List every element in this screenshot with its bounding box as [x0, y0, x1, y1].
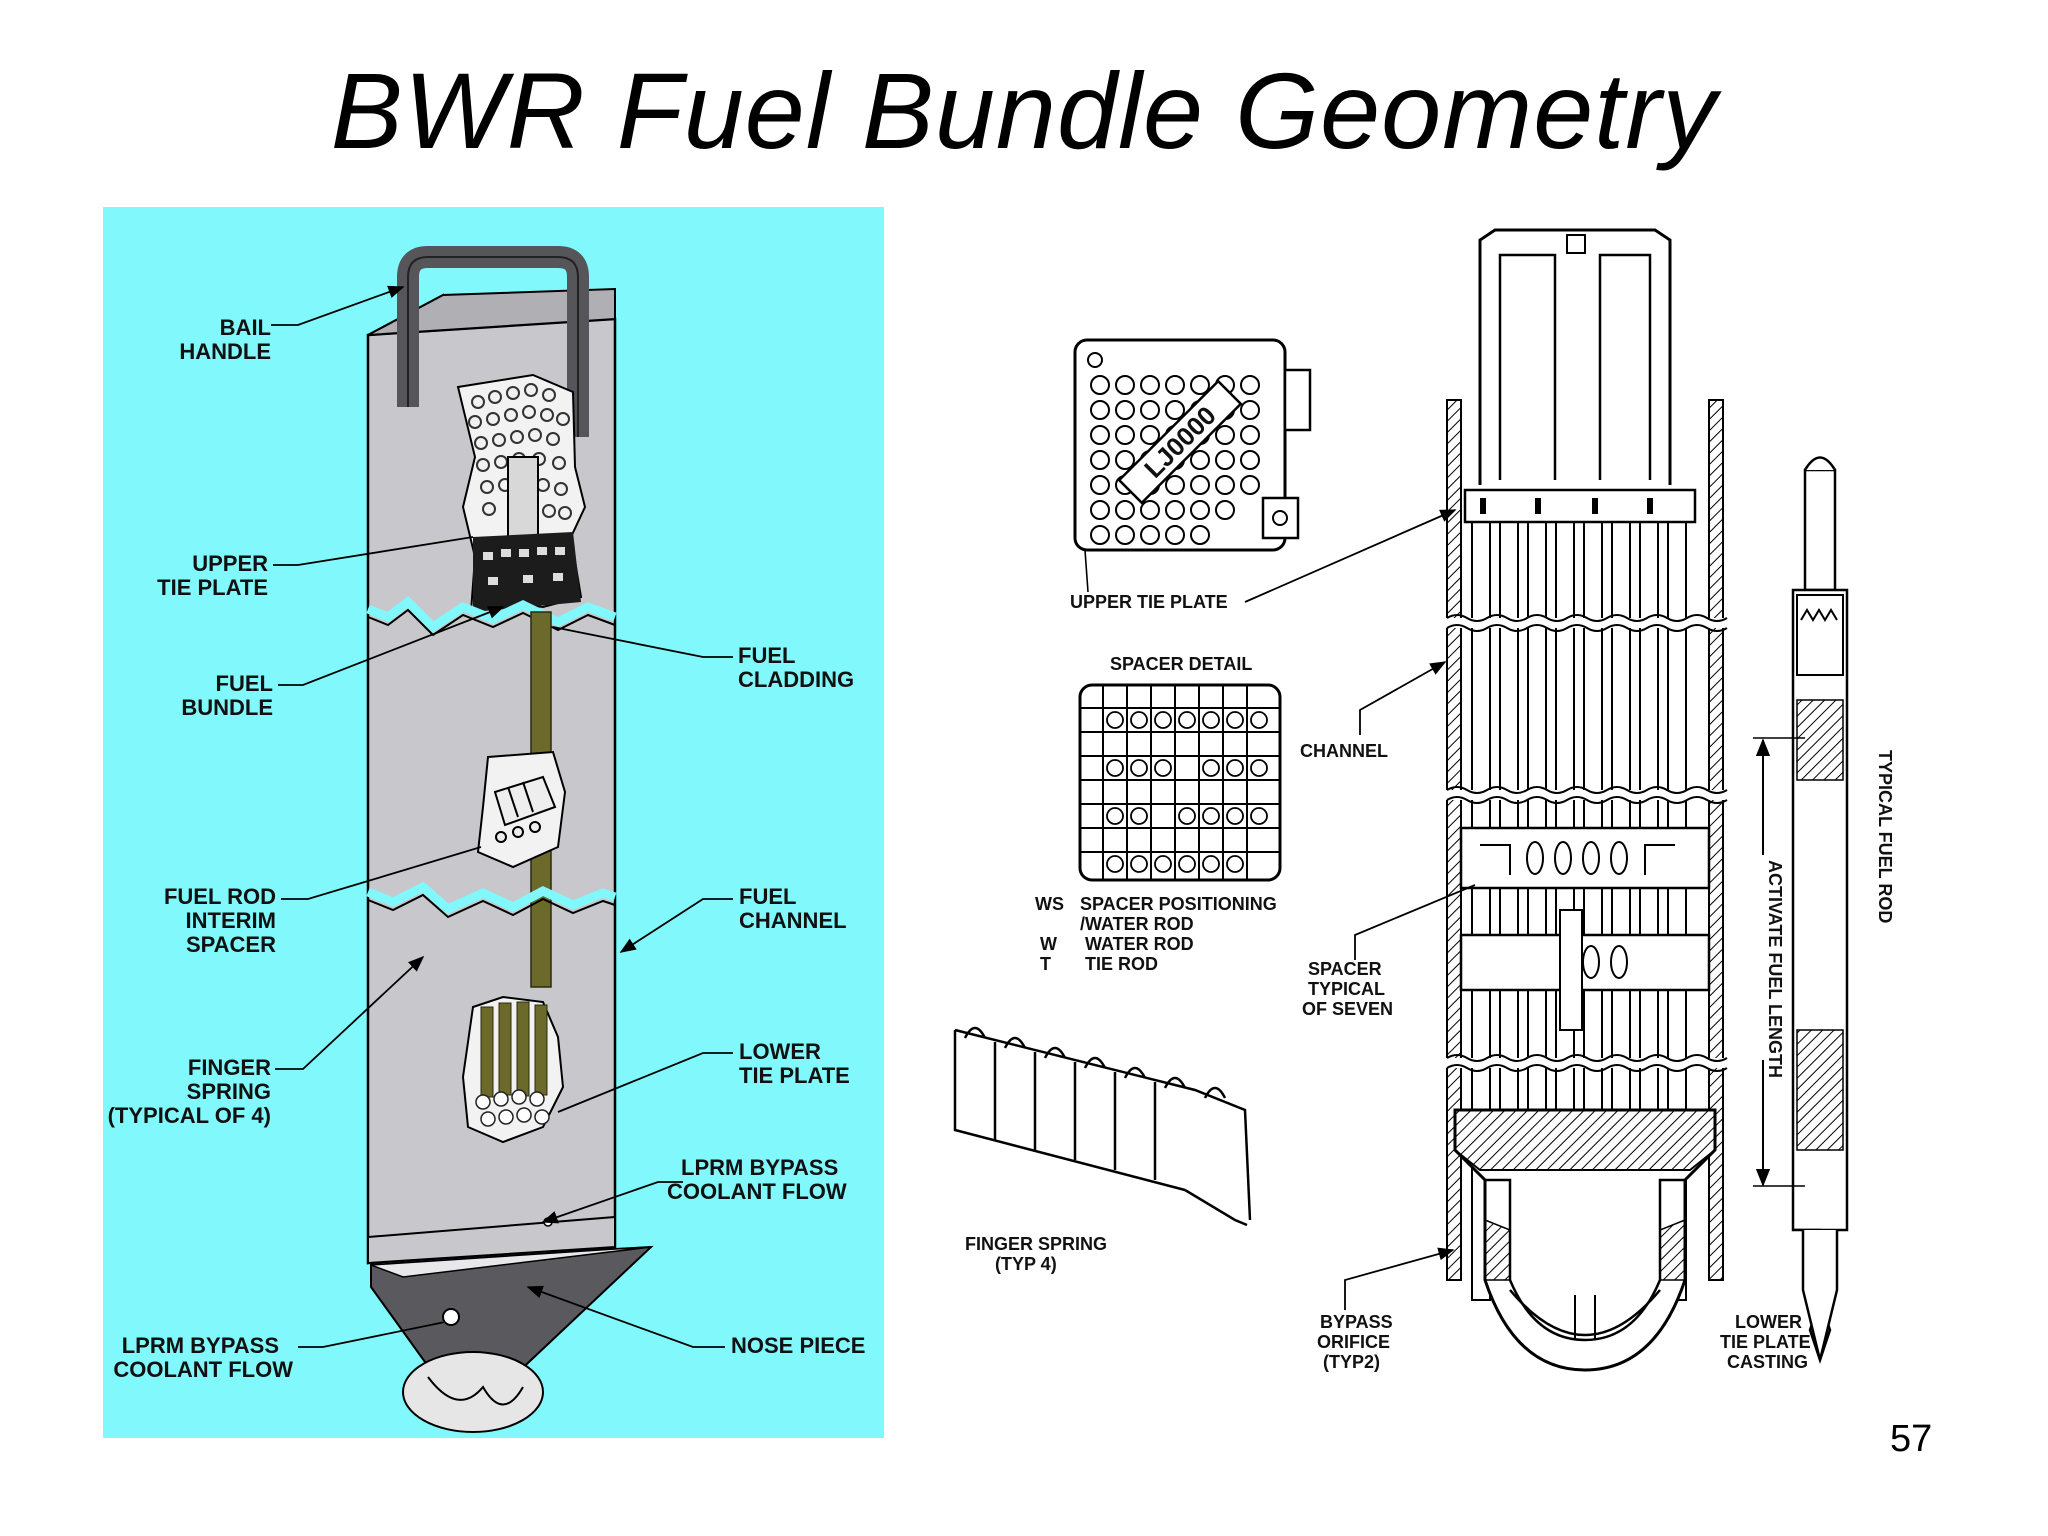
- svg-text:LOWER: LOWER: [1735, 1312, 1802, 1332]
- svg-text:BAIL: BAIL: [220, 315, 271, 340]
- svg-text:INTERIM: INTERIM: [186, 908, 276, 933]
- svg-text:LPRM BYPASS: LPRM BYPASS: [122, 1333, 279, 1358]
- fuel-rods: [1471, 489, 1687, 1301]
- label-lower-tie-plate-casting: LOWER TIE PLATE CASTING: [1720, 1312, 1811, 1372]
- label-channel: CHANNEL: [1300, 661, 1447, 761]
- label-fuel-bundle: FUEL BUNDLE: [181, 606, 505, 720]
- svg-text:UPPER: UPPER: [192, 551, 268, 576]
- label-nose-piece: NOSE PIECE: [526, 1285, 865, 1358]
- svg-text:TIE PLATE: TIE PLATE: [1720, 1332, 1811, 1352]
- finger-spring-detail: [953, 1026, 1252, 1227]
- svg-text:UPPER TIE PLATE: UPPER TIE PLATE: [1070, 592, 1228, 612]
- svg-text:COOLANT FLOW: COOLANT FLOW: [113, 1357, 293, 1382]
- label-fuel-channel: FUEL CHANNEL: [619, 884, 847, 953]
- svg-text:WATER ROD: WATER ROD: [1085, 934, 1194, 954]
- label-lprm-bypass-right: LPRM BYPASS COOLANT FLOW: [541, 1155, 847, 1224]
- svg-text:OF SEVEN: OF SEVEN: [1302, 999, 1393, 1019]
- svg-text:(TYP 4): (TYP 4): [995, 1254, 1057, 1274]
- svg-text:W: W: [1040, 934, 1057, 954]
- svg-text:FINGER SPRING: FINGER SPRING: [965, 1234, 1107, 1254]
- svg-text:CHANNEL: CHANNEL: [1300, 741, 1388, 761]
- svg-text:BYPASS: BYPASS: [1320, 1312, 1393, 1332]
- slide-title: BWR Fuel Bundle Geometry: [330, 50, 1718, 171]
- label-lprm-bypass-left: LPRM BYPASS COOLANT FLOW: [113, 1321, 446, 1382]
- svg-text:WS: WS: [1035, 894, 1064, 914]
- svg-text:SPRING: SPRING: [187, 1079, 271, 1104]
- svg-text:/WATER ROD: /WATER ROD: [1080, 914, 1194, 934]
- label-upper-tie-plate: UPPER TIE PLATE: [157, 536, 474, 600]
- spacer-detail: SPACER DETAIL: [1078, 654, 1282, 882]
- fuel-assembly-cutaway: BAIL HANDLE UPPER TIE PLATE FUEL BUNDLE …: [108, 246, 865, 1433]
- spacer-band-2: [1459, 933, 1711, 992]
- svg-text:FUEL: FUEL: [739, 884, 796, 909]
- svg-text:TIE PLATE: TIE PLATE: [157, 575, 268, 600]
- svg-text:SPACER: SPACER: [186, 932, 276, 957]
- label-fuel-cladding: FUEL CLADDING: [552, 626, 854, 692]
- label-finger-spring-right: FINGER SPRING (TYP 4): [965, 1234, 1107, 1274]
- page-number: 57: [1890, 1418, 1933, 1460]
- label-bypass-orifice: BYPASS ORIFICE (TYP2): [1317, 1247, 1455, 1372]
- svg-text:NOSE PIECE: NOSE PIECE: [731, 1333, 865, 1358]
- bundle-elevation: [1440, 228, 1730, 1372]
- svg-text:(TYP2): (TYP2): [1323, 1352, 1380, 1372]
- svg-text:SPACER: SPACER: [1308, 959, 1382, 979]
- fuel-assembly-cutaway-panel: BAIL HANDLE UPPER TIE PLATE FUEL BUNDLE …: [103, 207, 884, 1438]
- interim-spacer: [493, 775, 557, 843]
- svg-text:FUEL: FUEL: [216, 671, 273, 696]
- svg-text:FINGER: FINGER: [188, 1055, 271, 1080]
- svg-text:LPRM BYPASS: LPRM BYPASS: [681, 1155, 838, 1180]
- svg-text:SPACER POSITIONING: SPACER POSITIONING: [1080, 894, 1277, 914]
- nose-piece: [402, 1351, 544, 1433]
- spacer-band-1: [1459, 826, 1711, 890]
- spacer-legend: WS SPACER POSITIONING /WATER ROD W WATER…: [1035, 894, 1277, 974]
- upper-tie-plate: [473, 532, 581, 612]
- svg-text:TIE PLATE: TIE PLATE: [739, 1063, 850, 1088]
- label-typical-fuel-rod: TYPICAL FUEL ROD: [1875, 750, 1895, 923]
- lower-tie-plate: [475, 1089, 550, 1127]
- svg-text:SPACER DETAIL: SPACER DETAIL: [1110, 654, 1252, 674]
- svg-text:LOWER: LOWER: [739, 1039, 821, 1064]
- active-fuel-length-dimension: ACTIVATE FUEL LENGTH: [1753, 737, 1805, 1187]
- svg-text:ORIFICE: ORIFICE: [1317, 1332, 1390, 1352]
- svg-text:CLADDING: CLADDING: [738, 667, 854, 692]
- svg-text:T: T: [1040, 954, 1051, 974]
- bundle-drawing-panel: LJ0000 UPPER TIE PLATE SPACER DETAIL WS …: [935, 220, 1995, 1420]
- lower-tie-plate-casting-drawing: [1453, 1108, 1717, 1372]
- svg-text:FUEL: FUEL: [738, 643, 795, 668]
- label-spacer: SPACER TYPICAL OF SEVEN: [1302, 884, 1476, 1019]
- svg-text:ACTIVATE FUEL LENGTH: ACTIVATE FUEL LENGTH: [1765, 860, 1785, 1078]
- svg-text:TIE ROD: TIE ROD: [1085, 954, 1158, 974]
- svg-text:CHANNEL: CHANNEL: [739, 908, 847, 933]
- svg-text:BUNDLE: BUNDLE: [181, 695, 273, 720]
- svg-text:FUEL ROD: FUEL ROD: [164, 884, 276, 909]
- svg-text:CASTING: CASTING: [1727, 1352, 1808, 1372]
- svg-text:COOLANT FLOW: COOLANT FLOW: [667, 1179, 847, 1204]
- bundle-line-drawing: LJ0000 UPPER TIE PLATE SPACER DETAIL WS …: [953, 228, 1895, 1372]
- svg-text:TYPICAL FUEL ROD: TYPICAL FUEL ROD: [1875, 750, 1895, 923]
- svg-text:HANDLE: HANDLE: [179, 339, 271, 364]
- label-lower-tie-plate: LOWER TIE PLATE: [557, 1039, 850, 1113]
- label-finger-spring: FINGER SPRING (TYPICAL OF 4): [108, 955, 425, 1128]
- rod-tops-pattern: [468, 383, 572, 520]
- svg-text:(TYPICAL OF 4): (TYPICAL OF 4): [108, 1103, 271, 1128]
- typical-fuel-rod-drawing: [1791, 456, 1849, 1364]
- svg-text:TYPICAL: TYPICAL: [1308, 979, 1385, 999]
- label-upper-tie-plate-right: UPPER TIE PLATE: [1070, 509, 1457, 612]
- label-fuel-rod-interim-spacer: FUEL ROD INTERIM SPACER: [164, 846, 482, 957]
- bypass-hole-icon: [442, 1308, 460, 1326]
- label-bail-handle: BAIL HANDLE: [179, 285, 405, 364]
- upper-tie-plate-detail: LJ0000: [1073, 338, 1312, 552]
